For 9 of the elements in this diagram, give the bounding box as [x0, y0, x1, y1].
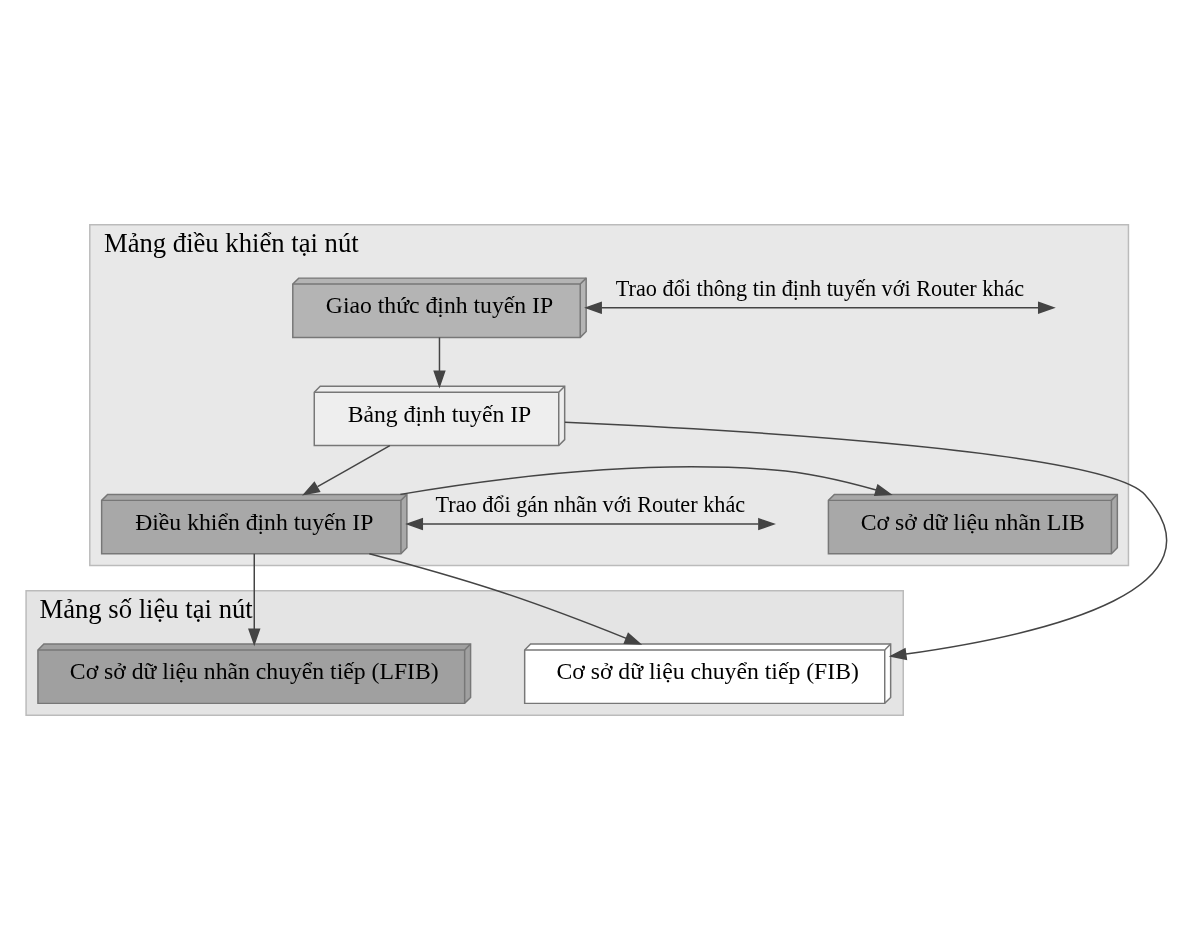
edge-label: Trao đổi thông tin định tuyến với Router khác [615, 275, 1025, 301]
arrow [405, 517, 776, 530]
arrow [564, 420, 1168, 660]
arrow [302, 444, 391, 495]
arrow [248, 552, 261, 646]
edge-label: Trao đổi gán nhãn với Router khác [435, 491, 746, 517]
arrow [433, 336, 446, 388]
arrow [399, 465, 893, 496]
arrow [584, 301, 1056, 314]
